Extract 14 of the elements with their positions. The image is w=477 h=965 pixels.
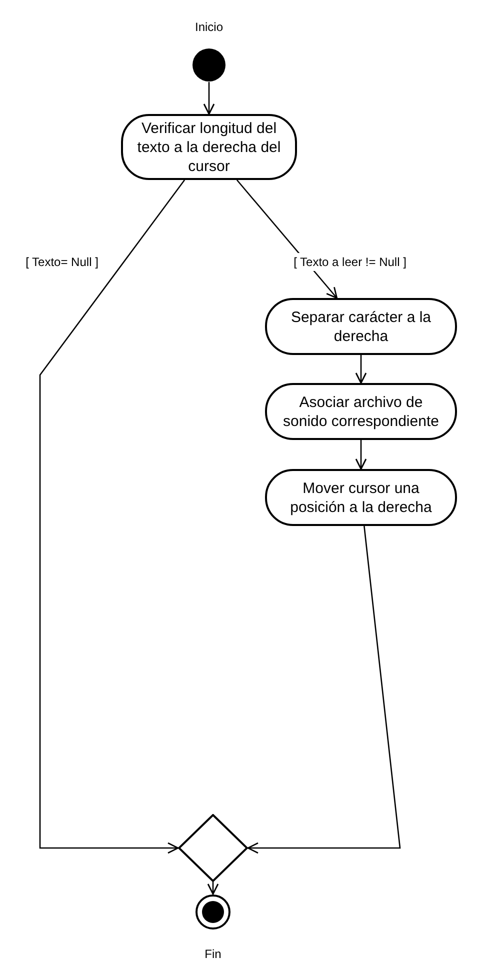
node-caption: Fin bbox=[204, 946, 222, 963]
action-text: Verificar longitud del texto a la derecha del cursor bbox=[136, 118, 282, 176]
guard-label: [ Texto a leer != Null ] bbox=[292, 253, 408, 271]
node-caption: Inicio bbox=[195, 19, 223, 36]
action-text: Mover cursor una posición a la derecha bbox=[289, 478, 433, 516]
arrow bbox=[203, 82, 215, 115]
arrow bbox=[207, 882, 219, 895]
arrow bbox=[355, 440, 367, 470]
action-text: Separar carácter a la derecha bbox=[290, 308, 432, 346]
arrow bbox=[355, 355, 367, 384]
arrow bbox=[39, 180, 186, 854]
arrow bbox=[247, 526, 401, 854]
action-text: Asociar archivo de sonido correspondiente bbox=[282, 392, 440, 430]
action-box bbox=[121, 114, 297, 180]
